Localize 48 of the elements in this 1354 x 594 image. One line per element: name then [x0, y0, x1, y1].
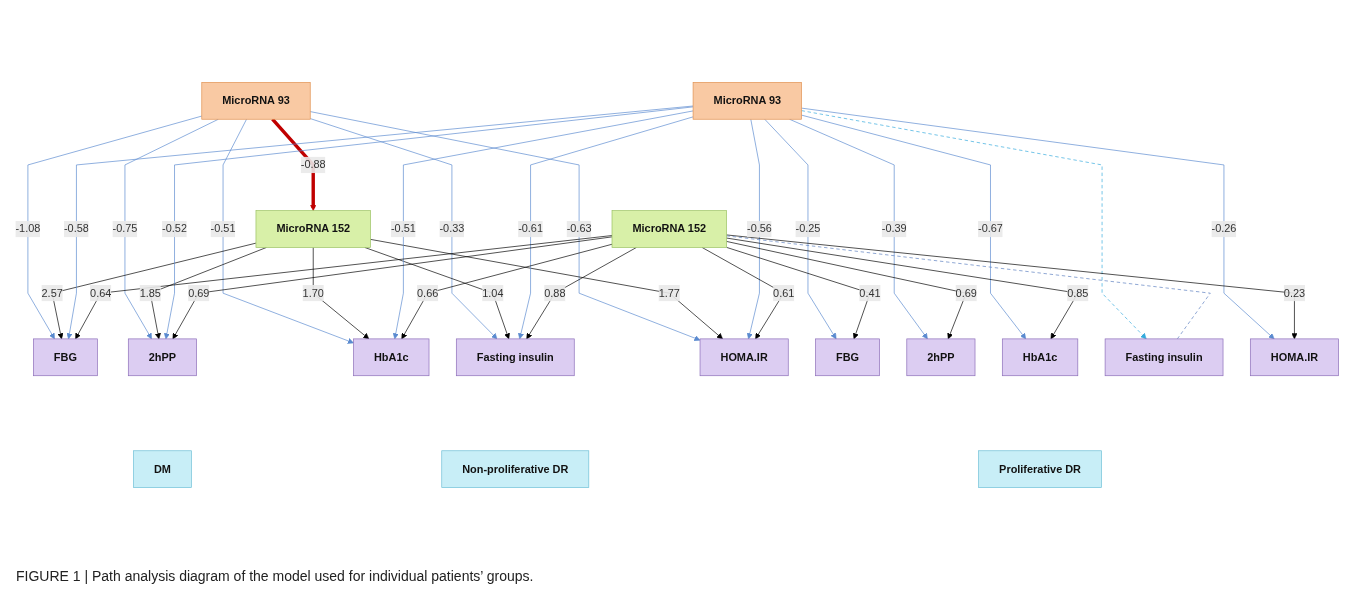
node-box: Proliferative DR: [978, 450, 1102, 488]
edge-label: -0.75: [112, 222, 138, 235]
node-box: Non-proliferative DR: [441, 450, 590, 488]
node-box: FBG: [33, 338, 98, 377]
edge-label: 1.04: [482, 287, 504, 299]
edge-label: -0.26: [1211, 222, 1237, 235]
edge-label: 2.57: [41, 287, 63, 299]
edge-label: -0.25: [795, 222, 821, 235]
edge-label: 0.69: [188, 287, 210, 299]
node-box: DM: [133, 450, 192, 488]
edge-label: -0.52: [162, 222, 187, 235]
node-box: MicroRNA 152: [611, 210, 727, 248]
edge-label: 0.69: [955, 287, 977, 299]
node-box: Fasting insulin: [1104, 338, 1224, 377]
edge-label: 0.23: [1283, 287, 1306, 299]
edge-label: -0.58: [63, 222, 89, 235]
node-box: HbA1c: [353, 338, 430, 377]
node-box: Fasting insulin: [455, 338, 575, 377]
figure-caption: FIGURE 1 | Path analysis diagram of the model used for individual patients’ groups.: [15, 567, 535, 586]
node-box: MicroRNA 93: [692, 82, 802, 120]
edge-label: 1.77: [658, 287, 680, 299]
edge-label: -0.51: [390, 222, 416, 235]
edge-label: 0.61: [773, 287, 795, 299]
node-box: MicroRNA 93: [201, 82, 311, 120]
edge-label: 1.70: [302, 287, 324, 299]
edge-label: -0.39: [881, 222, 907, 235]
connector: [726, 235, 1211, 340]
node-box: 2hPP: [127, 338, 197, 377]
node-box: HbA1c: [1001, 338, 1079, 377]
node-box: MicroRNA 152: [255, 210, 371, 248]
node-box: HOMA.IR: [699, 338, 789, 377]
edge-label: 0.64: [90, 287, 112, 299]
edge-label: 0.41: [859, 287, 881, 299]
node-box: FBG: [815, 338, 880, 377]
edge-label: -0.56: [747, 222, 772, 235]
node-box: HOMA.IR: [1250, 338, 1339, 377]
edge-label: 0.85: [1067, 287, 1089, 299]
edge-label: -0.51: [210, 222, 236, 235]
edge-label: -0.33: [439, 222, 465, 235]
edge-label: -0.63: [566, 222, 592, 235]
edge-label: -0.88: [300, 158, 326, 171]
edge-label: 1.85: [139, 287, 161, 299]
edge-label: -1.08: [15, 222, 41, 235]
edge-label: 0.66: [417, 287, 439, 299]
edge-label: -0.61: [518, 222, 544, 235]
edge-label: -0.67: [978, 222, 1003, 235]
node-box: 2hPP: [906, 338, 976, 377]
edge-label: 0.88: [544, 287, 566, 299]
